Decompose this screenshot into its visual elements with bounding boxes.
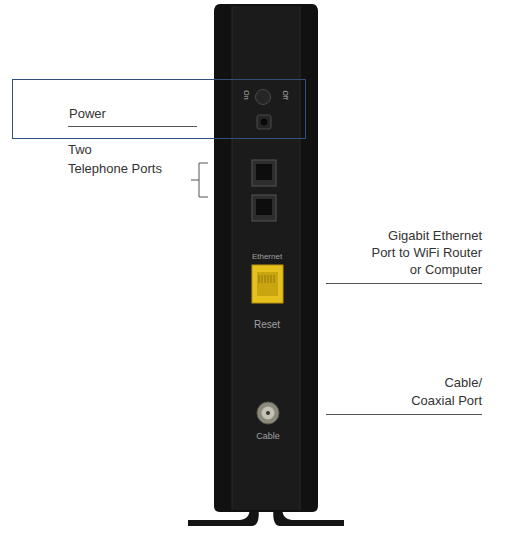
- leader-line: [326, 283, 482, 284]
- callout-label: Cable/ Coaxial Port: [404, 374, 482, 410]
- port-marking: Ethernet: [237, 252, 297, 262]
- callout-label: Two Telephone Ports: [68, 140, 168, 178]
- switch-marking: Off: [281, 86, 289, 104]
- bracket: [191, 163, 208, 197]
- coaxial-connector: [257, 402, 279, 424]
- power-jack-hole: [261, 119, 268, 126]
- callout-label: Power: [69, 105, 106, 122]
- coaxial-pin: [266, 411, 270, 415]
- telephone-port: [252, 195, 276, 221]
- telephone-port-socket: [256, 199, 272, 215]
- ethernet-port-socket: [257, 272, 278, 296]
- callout-label: Gigabit Ethernet Port to WiFi Router or …: [362, 227, 482, 278]
- port-marking: Reset: [237, 319, 297, 331]
- panel-edge: [300, 6, 301, 510]
- telephone-port: [252, 160, 276, 186]
- port-marking: Cable: [238, 431, 298, 442]
- callout-box: Power: [12, 79, 306, 139]
- ethernet-pins: [259, 275, 274, 283]
- modem-body: [214, 4, 318, 512]
- power-jack: [257, 115, 271, 129]
- ethernet-port: [252, 265, 283, 303]
- panel-edge: [232, 6, 233, 510]
- modem-rear-panel: [232, 6, 300, 510]
- telephone-port-socket: [256, 164, 272, 180]
- coaxial-connector-ring: [262, 407, 275, 420]
- leader-line: [68, 126, 197, 127]
- power-switch: [256, 90, 271, 105]
- leader-line: [326, 414, 482, 415]
- switch-marking: On: [242, 87, 250, 103]
